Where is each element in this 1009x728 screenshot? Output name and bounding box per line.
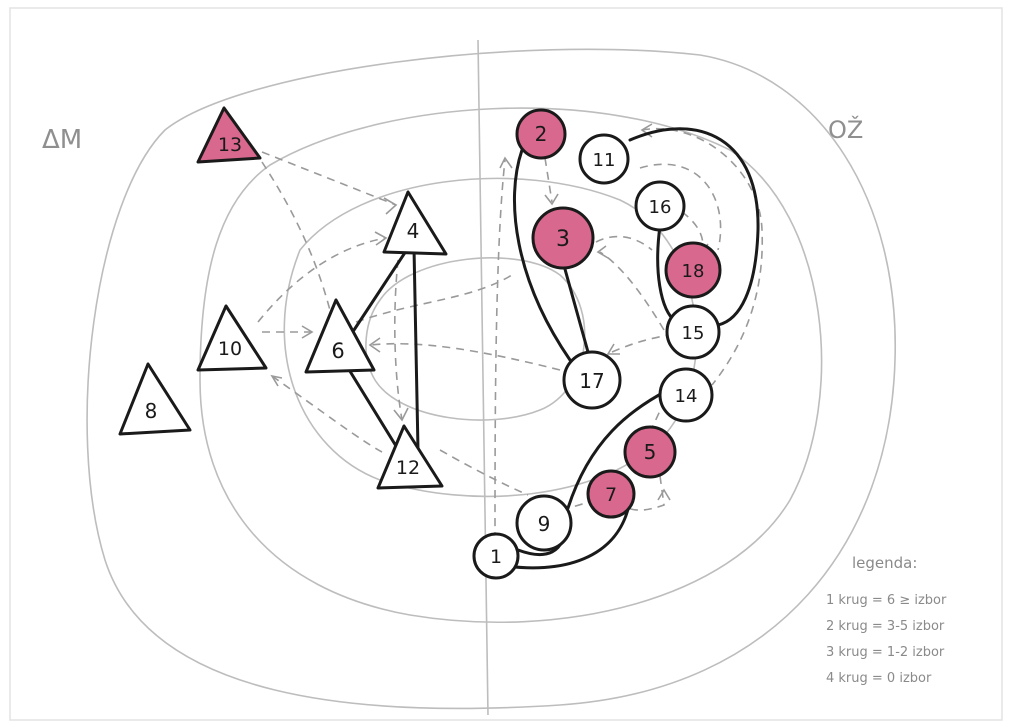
legend-item-1: 1 krug = 6 ≥ izbor [826, 593, 947, 608]
ring-second [199, 107, 823, 624]
circle-node-9[interactable]: 9 [515, 494, 573, 552]
legend-item-3: 3 krug = 1-2 izbor [826, 645, 945, 660]
circle-node-7[interactable]: 7 [586, 469, 636, 519]
node-label-3: 3 [556, 227, 570, 252]
dashed-link-2-3 [544, 157, 553, 203]
solid-link-4-12 [412, 246, 420, 452]
dashed-link-1-2 [494, 159, 506, 541]
triangle-nodes: 13 4 10 6 8 12 [118, 106, 448, 490]
triangle-node-6[interactable]: 6 [304, 298, 376, 374]
legend-title: legenda: [852, 554, 917, 572]
group-label-right: OŽ [828, 115, 863, 144]
dashed-link-15-3 [599, 251, 665, 331]
node-label-12: 12 [396, 457, 420, 479]
vertical-divider [477, 39, 489, 716]
dashed-link-10-12 [271, 375, 383, 453]
circle-node-1[interactable]: 1 [472, 532, 520, 580]
arrowhead-3b [596, 245, 609, 259]
legend-item-2: 2 krug = 3-5 izbor [826, 619, 945, 634]
ring-inner [365, 257, 586, 421]
arrowhead-6a [301, 325, 314, 339]
circle-node-14[interactable]: 14 [658, 367, 714, 423]
node-label-1: 1 [490, 546, 502, 568]
arrowhead-4 [383, 197, 398, 215]
solid-link-4-6 [352, 246, 410, 332]
dashed-link-13-4 [261, 151, 397, 206]
arrowhead-12 [393, 407, 409, 422]
circle-node-18[interactable]: 18 [664, 241, 722, 299]
solid-link-6-12 [346, 366, 398, 448]
legend: legenda: 1 krug = 6 ≥ izbor 2 krug = 3-5… [826, 554, 947, 686]
node-label-11: 11 [593, 150, 616, 171]
triangle-node-4[interactable]: 4 [382, 190, 448, 256]
node-label-2: 2 [535, 122, 548, 146]
node-label-16: 16 [649, 197, 672, 218]
dashed-links [257, 127, 764, 541]
circle-node-5[interactable]: 5 [623, 425, 677, 479]
node-label-10: 10 [218, 338, 242, 360]
triangle-node-8[interactable]: 8 [118, 362, 192, 436]
triangle-node-13[interactable]: 13 [196, 106, 262, 164]
dashed-link-5-7 [627, 475, 665, 511]
dashed-link-17-6 [369, 342, 561, 371]
circle-node-16[interactable]: 16 [634, 180, 686, 232]
solid-link-1-7 [498, 498, 632, 570]
group-label-left: ΔM [42, 125, 82, 155]
circle-nodes: 2 11 16 3 18 15 17 14 [472, 108, 722, 580]
dashed-link-3-15 [595, 235, 653, 251]
arrowhead-7 [657, 488, 671, 501]
circle-node-17[interactable]: 17 [562, 350, 622, 410]
arrowhead-2 [499, 156, 513, 169]
node-label-7: 7 [605, 484, 617, 506]
ring-outer [86, 48, 896, 710]
circle-node-11[interactable]: 11 [578, 133, 630, 185]
arrowhead-4b [374, 231, 388, 246]
dashed-link-11-18 [639, 163, 722, 251]
arrowhead-10 [270, 374, 283, 387]
triangle-node-10[interactable]: 10 [196, 304, 268, 372]
solid-link-11-15 [628, 127, 760, 327]
arrowhead-3 [544, 193, 559, 206]
dashed-link-17-15 [611, 334, 669, 353]
dashed-link-12-9 [439, 449, 529, 496]
triangle-node-12[interactable]: 12 [376, 424, 444, 490]
legend-item-4: 4 krug = 0 izbor [826, 671, 932, 686]
solid-link-3-17 [561, 260, 590, 354]
arrowhead-6b [368, 337, 381, 353]
circle-node-15[interactable]: 15 [665, 304, 721, 360]
node-label-4: 4 [407, 219, 420, 243]
solid-link-2-17 [513, 148, 572, 362]
dashed-link-10-4 [257, 237, 387, 323]
solid-link-14-9 [566, 388, 670, 510]
node-label-18: 18 [682, 261, 705, 282]
circle-node-3[interactable]: 3 [531, 206, 595, 270]
node-label-9: 9 [538, 512, 551, 536]
node-label-13: 13 [218, 134, 242, 156]
circle-node-2[interactable]: 2 [515, 108, 567, 160]
node-label-6: 6 [331, 339, 344, 363]
dashed-link-4-12 [393, 259, 403, 421]
node-label-8: 8 [145, 399, 158, 423]
node-label-5: 5 [644, 440, 657, 464]
dashed-link-11-arc [641, 127, 764, 386]
concentric-rings [86, 39, 896, 716]
node-label-17: 17 [579, 369, 604, 393]
node-label-14: 14 [675, 386, 698, 407]
node-label-15: 15 [682, 323, 705, 344]
paper-edge [9, 7, 1003, 721]
arrowhead-17 [606, 343, 620, 355]
